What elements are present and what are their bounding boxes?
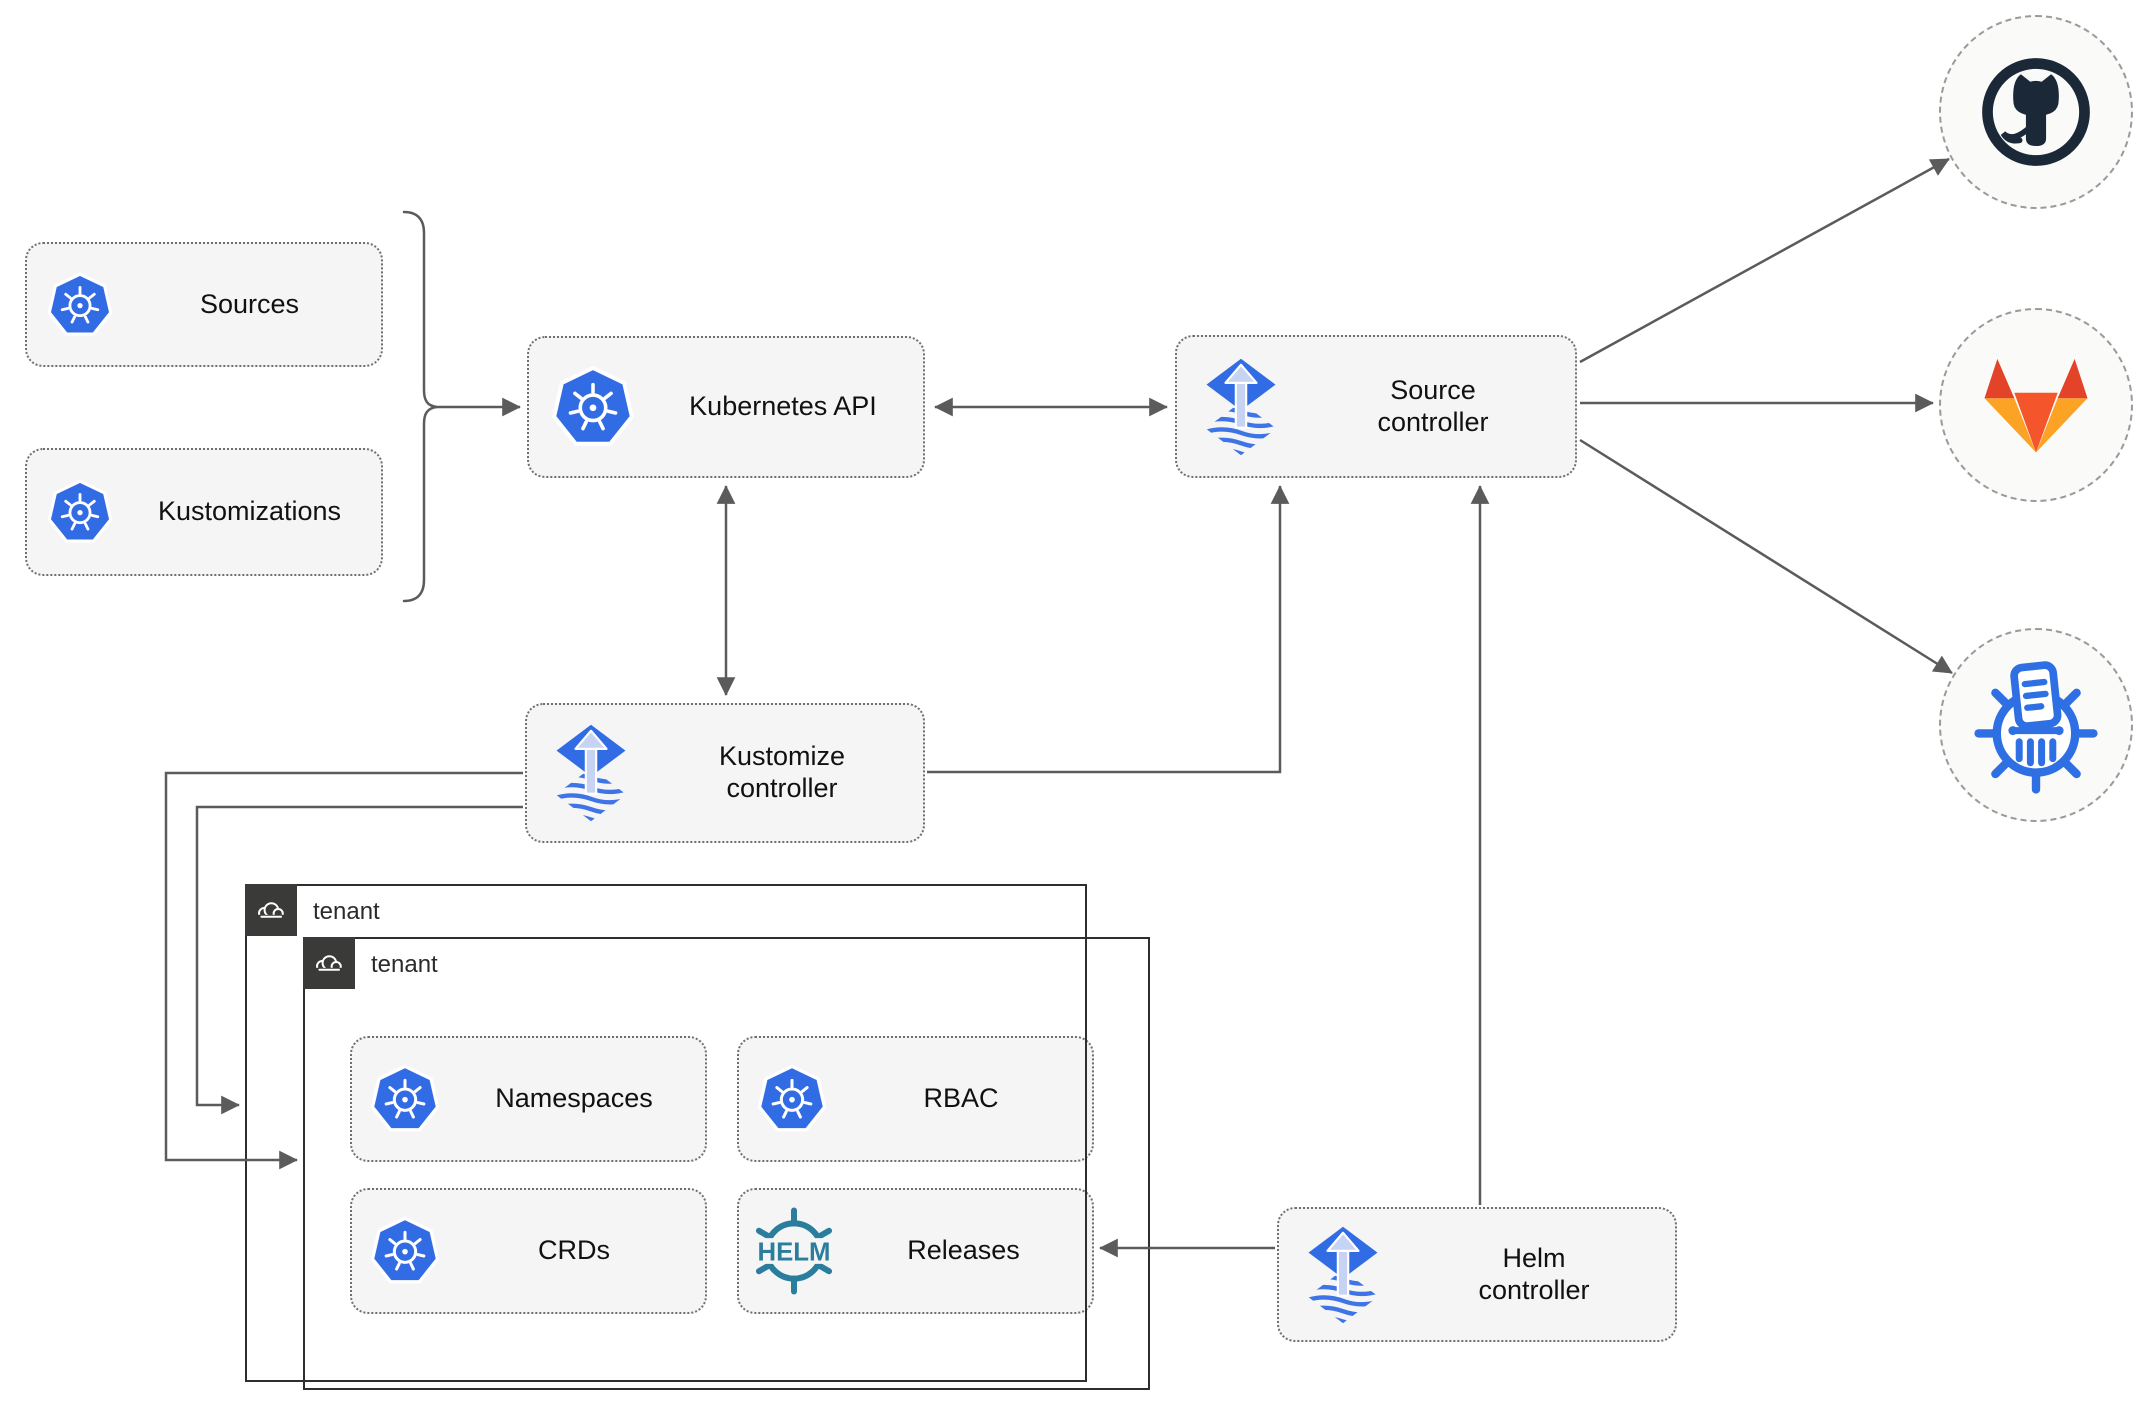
node-helm-controller: Helm controller [1277,1207,1677,1342]
edge-source-to-chartmuseum [1579,438,1953,675]
node-crds: CRDs [350,1188,707,1314]
node-kubernetes-api: Kubernetes API [527,336,925,478]
node-label: CRDs [538,1235,610,1266]
tenant-label: tenant [313,898,380,925]
node-sources: Sources [25,242,383,367]
flux-icon [1197,357,1285,457]
kubernetes-icon [46,271,114,339]
gitlab-icon [1968,344,2104,466]
node-label: Kustomizations [157,496,342,527]
flux-icon [547,723,635,823]
node-kustomizations: Kustomizations [25,448,383,576]
brace-sources-group [402,210,438,603]
node-rbac: RBAC [737,1036,1094,1162]
node-label: Releases [907,1235,1020,1266]
cloud-icon [253,898,289,922]
kubernetes-icon [550,364,636,450]
node-label: Sources [199,288,300,319]
tenant-badge [244,883,297,936]
tenant-frame-inner: tenant [302,936,1150,1390]
external-chartmuseum [1939,628,2133,822]
node-label: RBAC [923,1083,999,1114]
flux-icon [1299,1225,1387,1325]
helm-icon: HELM [753,1207,835,1295]
node-label: Kubernetes API [689,391,877,422]
kubernetes-icon [46,478,114,546]
node-label: Kustomize controller [718,741,846,803]
helm-wordmark: HELM [758,1239,831,1267]
chartmuseum-icon [1966,655,2106,795]
external-github [1939,15,2133,209]
node-kustomize-controller: Kustomize controller [525,703,925,843]
cloud-icon [311,951,347,975]
node-source-controller: Source controller [1175,335,1577,478]
github-icon [1973,49,2099,175]
edge-source-to-github [1579,157,1950,364]
external-gitlab [1939,308,2133,502]
node-releases: HELM Releases [737,1188,1094,1314]
tenant-badge [302,936,355,989]
tenant-label: tenant [371,951,438,978]
node-label: Helm controller [1478,1242,1590,1305]
edge-kustomize-to-source-controller [927,485,1290,774]
node-label: Source controller [1377,374,1489,437]
